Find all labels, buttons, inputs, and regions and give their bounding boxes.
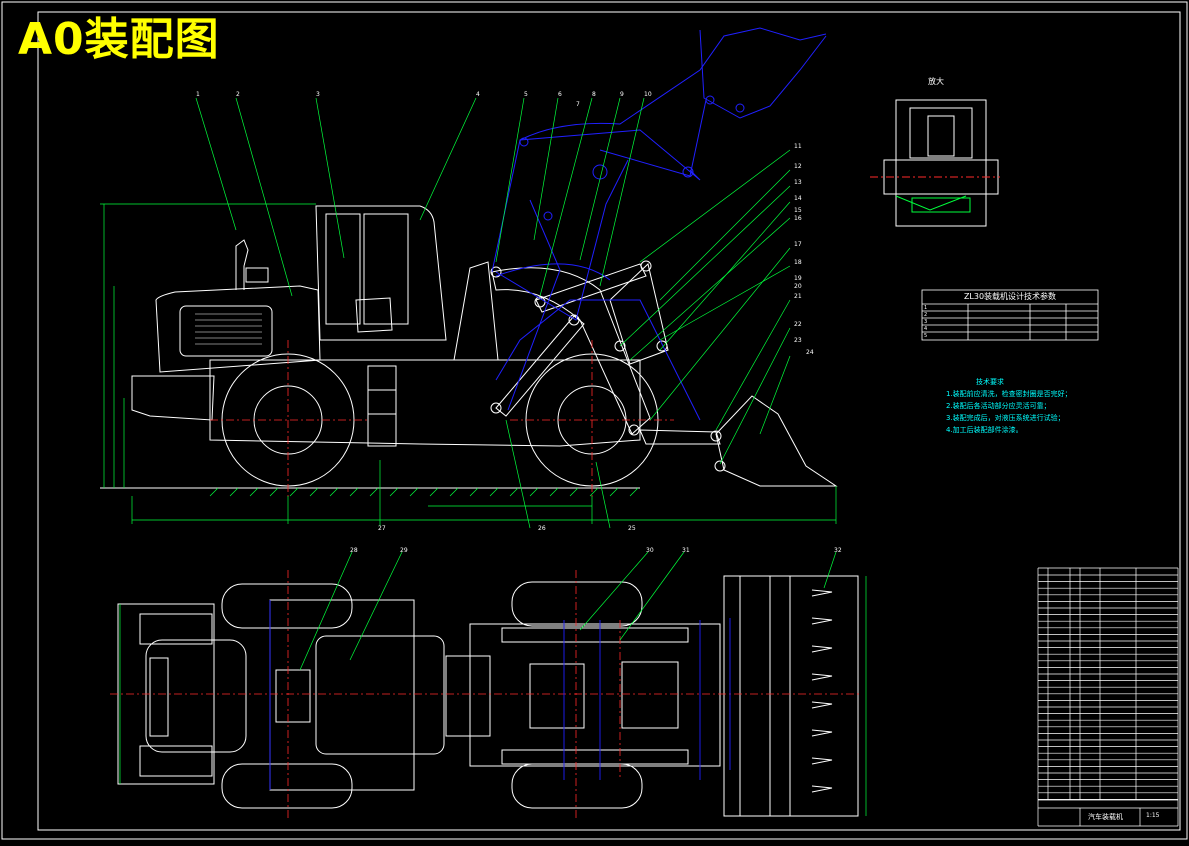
cab-frame xyxy=(315,205,447,341)
part-number-label: 10 xyxy=(644,91,652,98)
tech-requirement-item: 3.装配完成后，对液压系统进行试验； xyxy=(946,414,1065,422)
part-number-label: 31 xyxy=(682,547,690,554)
rocker-arm xyxy=(609,263,669,365)
parameter-row-number: 4 xyxy=(924,326,928,332)
part-number-label: 12 xyxy=(794,163,802,170)
part-number-label: 29 xyxy=(400,547,408,554)
part-number-label: 17 xyxy=(794,241,802,248)
parameter-row-number: 3 xyxy=(924,319,928,325)
radiator-grille xyxy=(179,305,273,357)
part-number-label: 11 xyxy=(794,143,802,150)
part-number-label: 2 xyxy=(236,91,240,98)
part-number-label: 24 xyxy=(806,349,814,356)
page-title: A0装配图 xyxy=(18,14,220,65)
cab-window-right xyxy=(363,213,409,325)
part-number-label: 15 xyxy=(794,207,802,214)
bucket-lowered xyxy=(715,395,838,487)
part-number-label: 32 xyxy=(834,547,842,554)
side-view xyxy=(100,27,838,529)
part-number-label: 25 xyxy=(628,525,636,532)
cab-window-left xyxy=(325,213,361,325)
part-number-label: 23 xyxy=(794,337,802,344)
parameter-table-title: ZL30装载机设计技术参数 xyxy=(963,292,1057,301)
tech-requirement-item: 4.加工后装配部件涂漆。 xyxy=(946,426,1023,434)
front-frame xyxy=(453,261,499,361)
air-filter xyxy=(245,267,269,283)
operator-seat xyxy=(355,297,393,333)
part-number-label: 1 xyxy=(196,91,200,98)
detail-label: 放大 xyxy=(928,77,944,86)
part-number-label: 21 xyxy=(794,293,802,300)
part-number-label: 20 xyxy=(794,283,802,290)
chassis-frame xyxy=(209,359,641,447)
parameter-table-rows: 1 2 3 4 5 xyxy=(924,305,964,340)
part-number-label: 16 xyxy=(794,215,802,222)
dimension-lines xyxy=(100,203,837,524)
raised-linkage xyxy=(491,27,827,421)
rear-counterweight xyxy=(131,375,215,421)
part-number-label: 22 xyxy=(794,321,802,328)
boom-arm xyxy=(491,267,651,435)
tech-requirements-heading: 技术要求 xyxy=(976,378,1004,386)
tech-requirements: 技术要求 1.装配前应清洗，检查密封圈是否完好； 2.装配后各活动部分应灵活可靠… xyxy=(946,376,1146,436)
part-number-label: 14 xyxy=(794,195,802,202)
leader-lines xyxy=(195,97,791,529)
part-number-label: 19 xyxy=(794,275,802,282)
part-number-label: 9 xyxy=(620,91,624,98)
parameter-row-number: 1 xyxy=(924,305,928,311)
steps xyxy=(367,365,397,447)
part-number-label: 13 xyxy=(794,179,802,186)
tech-requirement-item: 2.装配后各活动部分应灵活可靠； xyxy=(946,402,1051,410)
tilt-cylinder xyxy=(495,315,585,417)
parameter-row-number: 5 xyxy=(924,333,928,339)
pins xyxy=(490,260,726,472)
drawing-name: 汽车装载机 xyxy=(1088,813,1123,821)
part-number-label: 30 xyxy=(646,547,654,554)
exhaust-pipe xyxy=(235,239,249,290)
part-number-label: 6 xyxy=(558,91,562,98)
part-number-label: 7 xyxy=(576,101,580,108)
part-number-label: 27 xyxy=(378,525,386,532)
ground-hatch xyxy=(209,487,639,497)
part-number-label: 18 xyxy=(794,259,802,266)
part-number-label: 8 xyxy=(592,91,596,98)
part-number-label: 3 xyxy=(316,91,320,98)
engine-hood xyxy=(155,285,321,373)
tech-requirement-item: 1.装配前应清洗，检查密封圈是否完好； xyxy=(946,390,1072,398)
drawing-scale: 1:15 xyxy=(1146,812,1160,819)
plan-view xyxy=(110,551,867,820)
part-number-label: 26 xyxy=(538,525,546,532)
title-block xyxy=(1037,567,1179,827)
centerlines xyxy=(210,340,674,500)
lift-cylinder xyxy=(535,263,647,313)
grille-lines xyxy=(195,313,262,345)
bucket-link xyxy=(639,429,721,445)
part-number-label: 4 xyxy=(476,91,480,98)
detail-view xyxy=(870,99,1000,227)
parameter-table xyxy=(921,289,1099,341)
inner-border xyxy=(37,11,1181,831)
parameter-row-number: 2 xyxy=(924,312,928,318)
bucket-teeth xyxy=(811,589,833,793)
part-number-label: 5 xyxy=(524,91,528,98)
part-number-label: 28 xyxy=(350,547,358,554)
